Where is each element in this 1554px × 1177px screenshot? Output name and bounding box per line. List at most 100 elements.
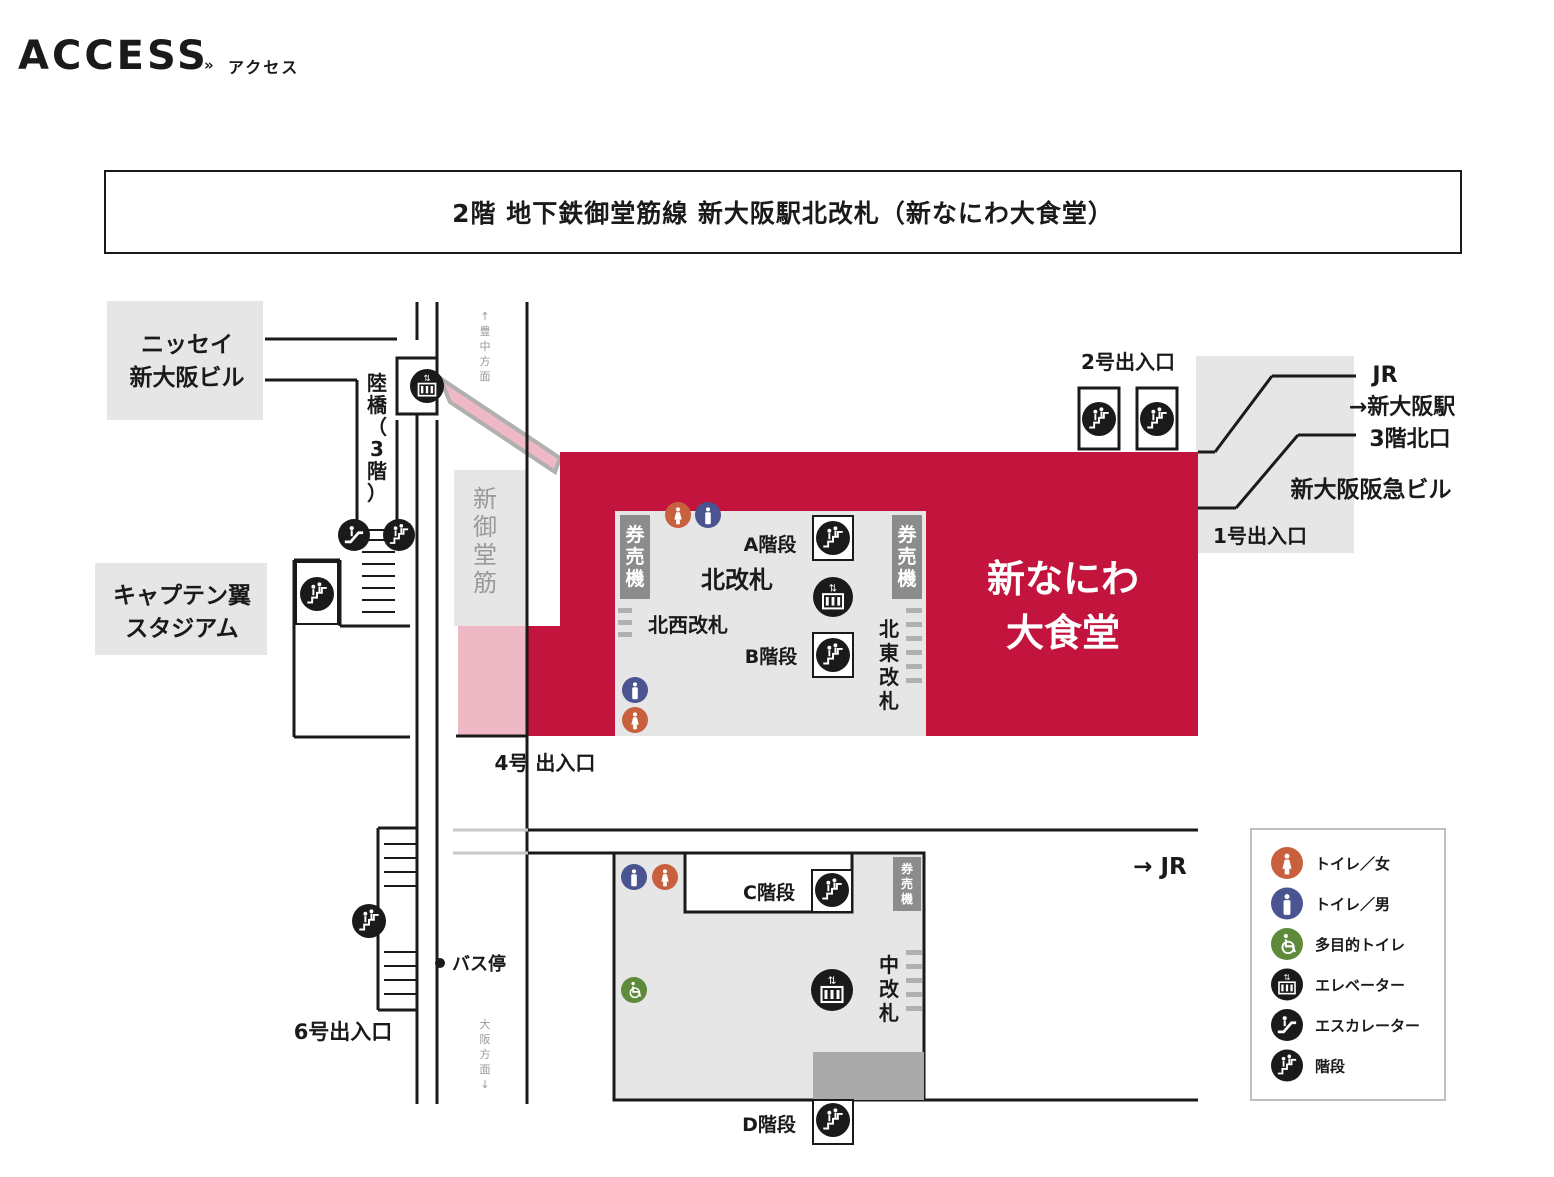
legend-label: トイレ／女 [1315, 855, 1390, 873]
street-label-char: 新 [473, 485, 497, 513]
street-area [454, 470, 526, 626]
captain-stadium [95, 563, 267, 655]
legend-label: 階段 [1315, 1058, 1345, 1076]
restaurant-label-line2: 大食堂 [1006, 611, 1120, 655]
exit2-label: 2号出入口 [1081, 350, 1175, 374]
svg-text:⇅: ⇅ [829, 583, 837, 594]
bridge-label-char: 階 [367, 459, 387, 483]
ticket-machine-ne-label-char: 券 [896, 523, 917, 546]
exit4-label: 4号 出入口 [495, 751, 596, 775]
bridge-escalator-icon [338, 519, 370, 551]
captain-label-line1: キャプテン翼 [113, 583, 251, 609]
a-stairs-label: A階段 [744, 533, 798, 556]
ticket-machine-nw-label-char: 売 [625, 545, 644, 568]
legend-item: トイレ／男 [1271, 887, 1390, 920]
exit1-label: 1号出入口 [1213, 524, 1307, 548]
legend-label: エスカレーター [1315, 1017, 1420, 1035]
svg-text:⇅: ⇅ [1284, 973, 1291, 982]
ticket-machine-mid [893, 857, 921, 911]
ticket-machine-nw [620, 515, 650, 599]
osaka-direction-char: ↓ [480, 1078, 489, 1091]
c-stairs-icon [815, 873, 849, 907]
middle-male-toilet-icon [621, 864, 647, 890]
street-label-char: 御 [473, 513, 497, 541]
legend-item: 多目的トイレ [1271, 928, 1405, 960]
street-label-char: 堂 [473, 541, 497, 569]
elevator-icon: ⇅ [1271, 968, 1303, 1001]
stairs-icon [1271, 1049, 1303, 1082]
bridge-elevator-icon: ⇅ [410, 369, 444, 403]
northeast-gate-label-char: 北 [879, 617, 899, 641]
restaurant-label-line1: 新なにわ [987, 557, 1139, 601]
bridge-label-char: （ [367, 415, 387, 439]
bridge-label-char: 陸 [367, 371, 387, 395]
legend-label: トイレ／男 [1315, 896, 1390, 914]
pink-bridge [435, 372, 563, 476]
osaka-direction-char: 阪 [480, 1032, 491, 1046]
north-elevator-icon: ⇅ [813, 577, 853, 617]
legend-item: ⇅ エレベーター [1271, 968, 1405, 1001]
northwest-female-toilet-icon [622, 707, 648, 733]
nissay-label-line1: ニッセイ [141, 332, 233, 358]
middle-accessible-toilet-icon [621, 977, 647, 1003]
c-stairs-label: C階段 [743, 881, 796, 904]
middle-elevator-icon: ⇅ [811, 969, 853, 1011]
ticket-machine-ne [892, 515, 922, 599]
toyonaka-direction-char: 方 [480, 354, 491, 368]
north-concourse [615, 511, 926, 736]
toyonaka-direction-char: 中 [480, 340, 491, 353]
northeast-gate-label-char: 東 [879, 641, 899, 665]
jr-north-label: JR [1370, 363, 1397, 388]
nissay-building [107, 301, 263, 420]
b-stairs-icon [816, 638, 850, 672]
middle-gate-label-char: 中 [879, 953, 899, 977]
page-subtitle: アクセス [228, 58, 300, 77]
d-stairs-icon [816, 1103, 850, 1137]
b-stairs-label: B階段 [745, 645, 798, 668]
hankyu-label: 新大阪阪急ビル [1291, 476, 1452, 503]
ticket-machine-ne-label-char: 機 [897, 567, 916, 590]
north-female-toilet-icon [665, 502, 691, 528]
svg-text:⇅: ⇅ [828, 975, 837, 987]
accessible-toilet-icon [1271, 928, 1303, 960]
hankyu-building [1196, 356, 1354, 553]
ticket-machine-nw-label-char: 券 [624, 523, 645, 546]
bridge-label: 陸橋（3階） [367, 371, 388, 505]
legend-label: 多目的トイレ [1315, 936, 1405, 954]
jr-east-label: → JR [1133, 854, 1187, 880]
middle-female-toilet-icon [652, 864, 678, 890]
ticket-machine-mid-label-char: 券 [900, 861, 914, 876]
ticket-machine-mid-label: 券売機 [900, 861, 914, 906]
bus-stop-label: バス停 [452, 953, 506, 975]
jr-north-station: →新大阪駅 [1349, 394, 1455, 420]
legend-item: 階段 [1271, 1049, 1345, 1082]
northwest-gate-label: 北西改札 [648, 613, 728, 637]
d-stairs-label: D階段 [742, 1113, 797, 1136]
a-stairs-icon [816, 521, 850, 555]
northeast-gate-label-char: 改 [879, 665, 900, 689]
legend-label: エレベーター [1315, 977, 1405, 995]
osaka-direction-char: 方 [480, 1047, 491, 1061]
bus-stop-dot [435, 958, 445, 968]
bridge-label-char: 3 [370, 437, 384, 461]
toyonaka-direction-char: 面 [480, 370, 491, 383]
exit6-label: 6号出入口 [294, 1020, 393, 1044]
exit6-stairs-icon [352, 904, 386, 938]
north-male-toilet-icon [695, 502, 721, 528]
middle-gate-label-char: 改 [879, 977, 900, 1001]
map-lines [265, 302, 1356, 1104]
stadium-stairs-icon [300, 577, 334, 611]
dark-block [813, 1052, 924, 1100]
toyonaka-direction-char: ↑ [480, 310, 489, 323]
exit2-stairs-icon-left [1082, 402, 1116, 436]
toyonaka-direction-char: 豊 [480, 325, 491, 338]
restaurant-area [528, 452, 1198, 736]
legend-item: トイレ／女 [1271, 847, 1390, 879]
svg-text:⇅: ⇅ [423, 374, 430, 384]
middle-gate-label-char: 札 [878, 1001, 899, 1025]
bridge-label-char: ） [367, 481, 387, 505]
exit2-stairs-icon-right [1140, 402, 1174, 436]
north-gate-label: 北改札 [701, 566, 773, 594]
